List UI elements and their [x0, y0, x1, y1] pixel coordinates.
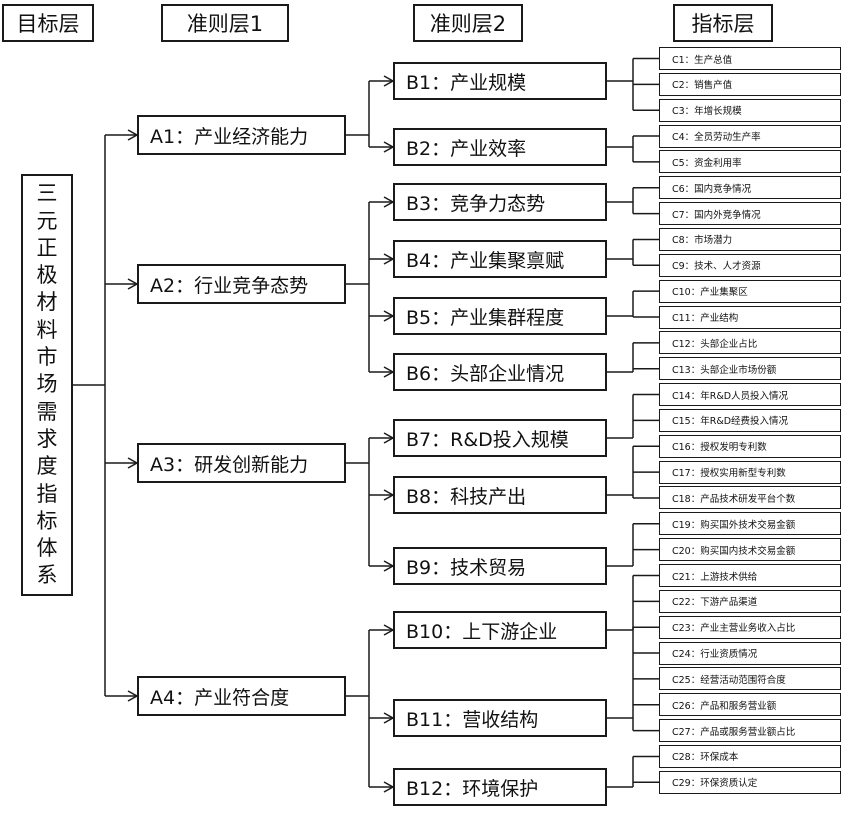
criteria-b-box: B9：技术贸易	[393, 547, 607, 585]
indicator-c-box: C8：市场潜力	[659, 227, 841, 251]
goal-char: 三	[36, 181, 58, 206]
indicator-c-box: C23：产业主营业务收入占比	[659, 615, 841, 639]
indicator-c-box: C11：产业结构	[659, 305, 841, 329]
indicator-c-box: C2：销售产值	[659, 72, 841, 96]
indicator-c-box: C22：下游产品渠道	[659, 589, 841, 613]
goal-char: 标	[36, 508, 58, 533]
indicator-c-box: C26：产品和服务营业额	[659, 693, 841, 717]
indicator-c-box: C27：产品或服务营业额占比	[659, 719, 841, 743]
indicator-c-box: C1：生产总值	[659, 47, 841, 70]
criteria-b-box: B11：营收结构	[393, 699, 607, 737]
criteria-b-box: B5：产业集群程度	[393, 297, 607, 335]
indicator-c-box: C5：资金利用率	[659, 150, 841, 174]
goal-char: 料	[36, 317, 58, 342]
goal-char: 度	[36, 454, 58, 479]
indicator-c-box: C15：年R&D经费投入情况	[659, 408, 841, 432]
header-criteria-layer-2: 准则层2	[413, 4, 523, 42]
criteria-a-box: A1：产业经济能力	[137, 115, 346, 155]
indicator-c-box: C20：购买国内技术交易金额	[659, 538, 841, 562]
indicator-c-box: C16：授权发明专利数	[659, 434, 841, 458]
goal-char: 市	[36, 345, 58, 370]
indicator-c-box: C21：上游技术供给	[659, 564, 841, 587]
indicator-c-box: C7：国内外竞争情况	[659, 202, 841, 226]
goal-char: 正	[36, 235, 58, 260]
criteria-a-box: A2：行业竞争态势	[137, 264, 346, 304]
header-criteria-layer-1: 准则层1	[161, 4, 289, 42]
indicator-c-box: C29：环保资质认定	[659, 770, 841, 794]
indicator-c-box: C18：产品技术研发平台个数	[659, 486, 841, 510]
indicator-c-box: C19：购买国外技术交易金额	[659, 512, 841, 536]
indicator-c-box: C6：国内竞争情况	[659, 176, 841, 200]
indicator-c-box: C3：年增长规模	[659, 98, 841, 122]
criteria-b-box: B1：产业规模	[393, 62, 607, 100]
criteria-b-box: B8：科技产出	[393, 476, 607, 514]
criteria-b-box: B3：竞争力态势	[393, 183, 607, 221]
goal-char: 求	[36, 426, 58, 451]
criteria-b-box: B10：上下游企业	[393, 611, 607, 649]
goal-char: 需	[36, 399, 58, 424]
indicator-c-box: C14：年R&D人员投入情况	[659, 383, 841, 407]
goal-char: 场	[36, 372, 58, 397]
criteria-b-box: B6：头部企业情况	[393, 353, 607, 391]
goal-char: 体	[36, 536, 58, 561]
indicator-c-box: C24：行业资质情况	[659, 641, 841, 665]
indicator-c-box: C9：技术、人才资源	[659, 253, 841, 277]
goal-char: 元	[36, 208, 58, 233]
criteria-b-box: B12：环境保护	[393, 768, 607, 806]
indicator-c-box: C28：环保成本	[659, 744, 841, 768]
indicator-c-box: C13：头部企业市场份额	[659, 357, 841, 381]
goal-char: 指	[36, 481, 58, 506]
indicator-c-box: C17：授权实用新型专利数	[659, 460, 841, 484]
indicator-c-box: C10：产业集聚区	[659, 279, 841, 303]
header-goal-layer: 目标层	[2, 4, 94, 42]
indicator-c-box: C25：经营活动范围符合度	[659, 667, 841, 691]
criteria-a-box: A4：产业符合度	[137, 676, 346, 716]
goal-char: 系	[36, 563, 58, 588]
criteria-b-box: B7：R&D投入规模	[393, 419, 607, 457]
goal-char: 材	[36, 290, 58, 315]
goal-box: 三元正极材料市场需求度指标体系	[21, 174, 73, 596]
indicator-c-box: C12：头部企业占比	[659, 331, 841, 355]
criteria-b-box: B2：产业效率	[393, 128, 607, 166]
criteria-a-box: A3：研发创新能力	[137, 443, 346, 483]
goal-char: 极	[36, 263, 58, 288]
header-indicator-layer: 指标层	[673, 4, 773, 42]
indicator-c-box: C4：全员劳动生产率	[659, 124, 841, 148]
criteria-b-box: B4：产业集聚禀赋	[393, 240, 607, 278]
